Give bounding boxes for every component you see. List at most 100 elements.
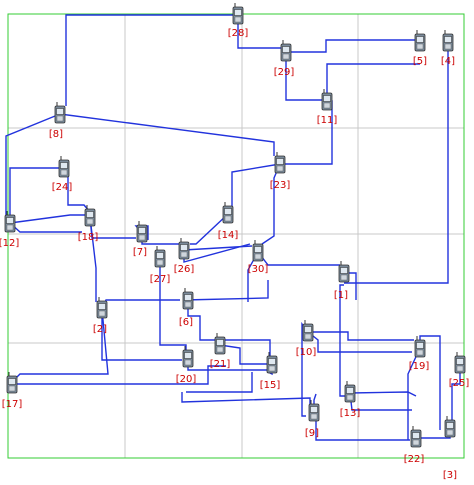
- node-label: [13]: [340, 408, 361, 419]
- node-1[interactable]: [1]: [334, 261, 350, 301]
- mobile-phone-icon: [58, 156, 70, 178]
- node-label: [19]: [409, 361, 430, 372]
- node-label: [29]: [274, 67, 295, 78]
- node-label: [11]: [317, 115, 338, 126]
- node-label: [2]: [93, 324, 107, 335]
- link-line: [286, 39, 420, 53]
- node-label: [23]: [270, 180, 291, 191]
- link-line: [11, 308, 109, 383]
- node-3[interactable]: [3]: [443, 416, 457, 481]
- mobile-phone-icon: [338, 261, 350, 283]
- link-line: [183, 280, 269, 301]
- link-line: [9, 167, 64, 218]
- node-22[interactable]: [22]: [404, 426, 425, 465]
- mobile-phone-icon: [280, 40, 292, 62]
- mobile-phone-icon: [308, 400, 320, 422]
- node-label: [25]: [449, 378, 470, 389]
- link-line: [313, 411, 410, 441]
- node-label: [30]: [248, 264, 269, 275]
- link-line: [12, 365, 226, 385]
- node-8[interactable]: [8]: [49, 102, 66, 140]
- node-11[interactable]: [11]: [317, 89, 338, 126]
- mobile-phone-icon: [442, 30, 454, 52]
- link-line: [5, 113, 61, 218]
- node-13[interactable]: [13]: [340, 381, 361, 419]
- node-5[interactable]: [5]: [413, 30, 427, 67]
- mobile-phone-icon: [182, 346, 194, 368]
- node-6[interactable]: [6]: [179, 288, 194, 328]
- node-23[interactable]: [23]: [270, 152, 291, 191]
- mobile-phone-icon: [321, 89, 333, 111]
- node-10[interactable]: [10]: [296, 320, 317, 358]
- node-7[interactable]: [7]: [133, 221, 148, 258]
- node-label: [10]: [296, 347, 317, 358]
- node-21[interactable]: [21]: [210, 333, 231, 370]
- node-label: [18]: [78, 232, 99, 243]
- node-label: [26]: [174, 264, 195, 275]
- node-label: [24]: [52, 182, 73, 193]
- node-26[interactable]: [26]: [174, 238, 195, 275]
- link-line: [261, 163, 281, 245]
- node-24[interactable]: [24]: [52, 156, 73, 193]
- link-line: [326, 63, 420, 101]
- link-line: [219, 344, 268, 365]
- node-4[interactable]: [4]: [441, 30, 455, 67]
- node-17[interactable]: [17]: [2, 372, 23, 410]
- mobile-phone-icon: [232, 3, 244, 25]
- link-line: [285, 52, 327, 101]
- node-label: [5]: [413, 56, 427, 67]
- link-line: [183, 245, 253, 251]
- mobile-phone-icon: [274, 152, 286, 174]
- mobile-phone-icon: [444, 416, 456, 438]
- link-line: [186, 372, 253, 393]
- node-14[interactable]: [14]: [218, 202, 239, 241]
- mobile-phone-icon: [154, 246, 166, 268]
- node-label: [12]: [0, 238, 19, 249]
- node-label: [7]: [133, 247, 147, 258]
- node-2[interactable]: [2]: [93, 297, 108, 335]
- node-25[interactable]: [25]: [449, 352, 470, 389]
- mobile-phone-icon: [136, 221, 148, 243]
- node-18[interactable]: [18]: [78, 205, 99, 243]
- mobile-phone-icon: [344, 381, 356, 403]
- node-9[interactable]: [9]: [305, 400, 320, 439]
- mobile-phone-icon: [178, 238, 190, 260]
- link-line: [101, 299, 180, 310]
- mobile-phone-icon: [4, 211, 16, 233]
- node-12[interactable]: [12]: [0, 211, 19, 249]
- node-label: [1]: [334, 290, 348, 301]
- link-line: [89, 216, 97, 302]
- mobile-phone-icon: [410, 426, 422, 448]
- node-label: [27]: [150, 274, 171, 285]
- node-label: [14]: [218, 230, 239, 241]
- link-line: [9, 214, 86, 224]
- node-27[interactable]: [27]: [150, 246, 171, 285]
- link-line: [237, 15, 286, 49]
- node-29[interactable]: [29]: [274, 40, 295, 78]
- node-15[interactable]: [15]: [260, 352, 281, 391]
- node-label: [22]: [404, 454, 425, 465]
- node-20[interactable]: [20]: [176, 346, 197, 385]
- node-30[interactable]: [30]: [248, 240, 269, 275]
- links: [5, 14, 461, 441]
- mobile-phone-icon: [252, 240, 264, 262]
- node-28[interactable]: [28]: [228, 3, 249, 39]
- nodes: [28] [29] [5] [4] [11] [8] [24] [23] [12] [18] [7]…: [0, 3, 469, 481]
- mobile-phone-icon: [454, 352, 466, 374]
- node-label: [6]: [179, 317, 193, 328]
- node-label: [8]: [49, 129, 63, 140]
- node-label: [28]: [228, 28, 249, 39]
- node-19[interactable]: [19]: [409, 336, 430, 372]
- mobile-phone-icon: [302, 320, 314, 342]
- link-line: [187, 300, 214, 341]
- link-line: [190, 213, 229, 245]
- mobile-phone-icon: [414, 30, 426, 52]
- link-line: [344, 42, 449, 284]
- link-line: [307, 331, 412, 353]
- node-label: [21]: [210, 359, 231, 370]
- node-label: [17]: [2, 399, 23, 410]
- mobile-phone-icon: [84, 205, 96, 227]
- link-line: [59, 113, 275, 156]
- mobile-phone-icon: [182, 288, 194, 310]
